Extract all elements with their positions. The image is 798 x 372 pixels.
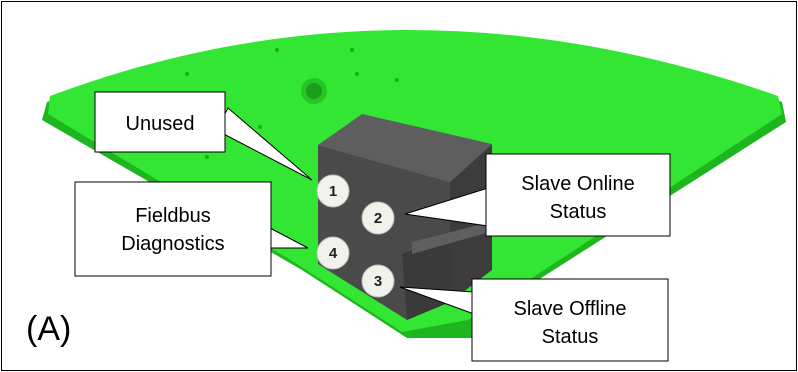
board-dot (355, 72, 359, 76)
callout-slave-online: Slave Online Status (404, 153, 671, 237)
led-1-body (316, 174, 350, 208)
callout-slave-online-line2: Status (550, 201, 607, 223)
board-dot (395, 78, 399, 82)
board-dot (275, 48, 279, 52)
panel-label: (A) (26, 310, 71, 348)
led-3: 3 (361, 264, 395, 298)
callout-slave-offline-line1: Slave Offline (513, 298, 626, 320)
callout-unused-text: Unused (126, 113, 195, 135)
led-1: 1 (316, 174, 350, 208)
callout-fieldbus-box (74, 181, 272, 277)
callout-slave-offline-box (471, 278, 669, 362)
module-top-face (318, 114, 492, 182)
led-3-number: 3 (374, 273, 382, 290)
callout-slave-offline-line2: Status (542, 326, 599, 348)
callout-slave-offline: Slave Offline Status (399, 278, 669, 362)
callout-fieldbus-line2: Diagnostics (121, 233, 224, 255)
led-4-number: 4 (329, 245, 338, 262)
callout-unused: Unused (94, 91, 313, 181)
board-dot (350, 48, 354, 52)
led-2-body (361, 201, 395, 235)
led-2-number: 2 (374, 210, 382, 227)
board-dot (205, 155, 209, 159)
led-1-number: 1 (329, 183, 337, 200)
led-4-body (316, 236, 350, 270)
led-2: 2 (361, 201, 395, 235)
callout-fieldbus-diagnostics: Fieldbus Diagnostics (74, 181, 309, 277)
board-dot (258, 125, 262, 129)
callout-unused-box (94, 91, 226, 153)
board-hole (306, 83, 322, 99)
led-4: 4 (316, 236, 350, 270)
callout-fieldbus-line1: Fieldbus (135, 205, 211, 227)
callout-slave-online-line1: Slave Online (521, 173, 634, 195)
led-3-body (361, 264, 395, 298)
module-slot (412, 222, 490, 254)
board-dot (185, 72, 189, 76)
callout-slave-online-box (485, 153, 671, 237)
